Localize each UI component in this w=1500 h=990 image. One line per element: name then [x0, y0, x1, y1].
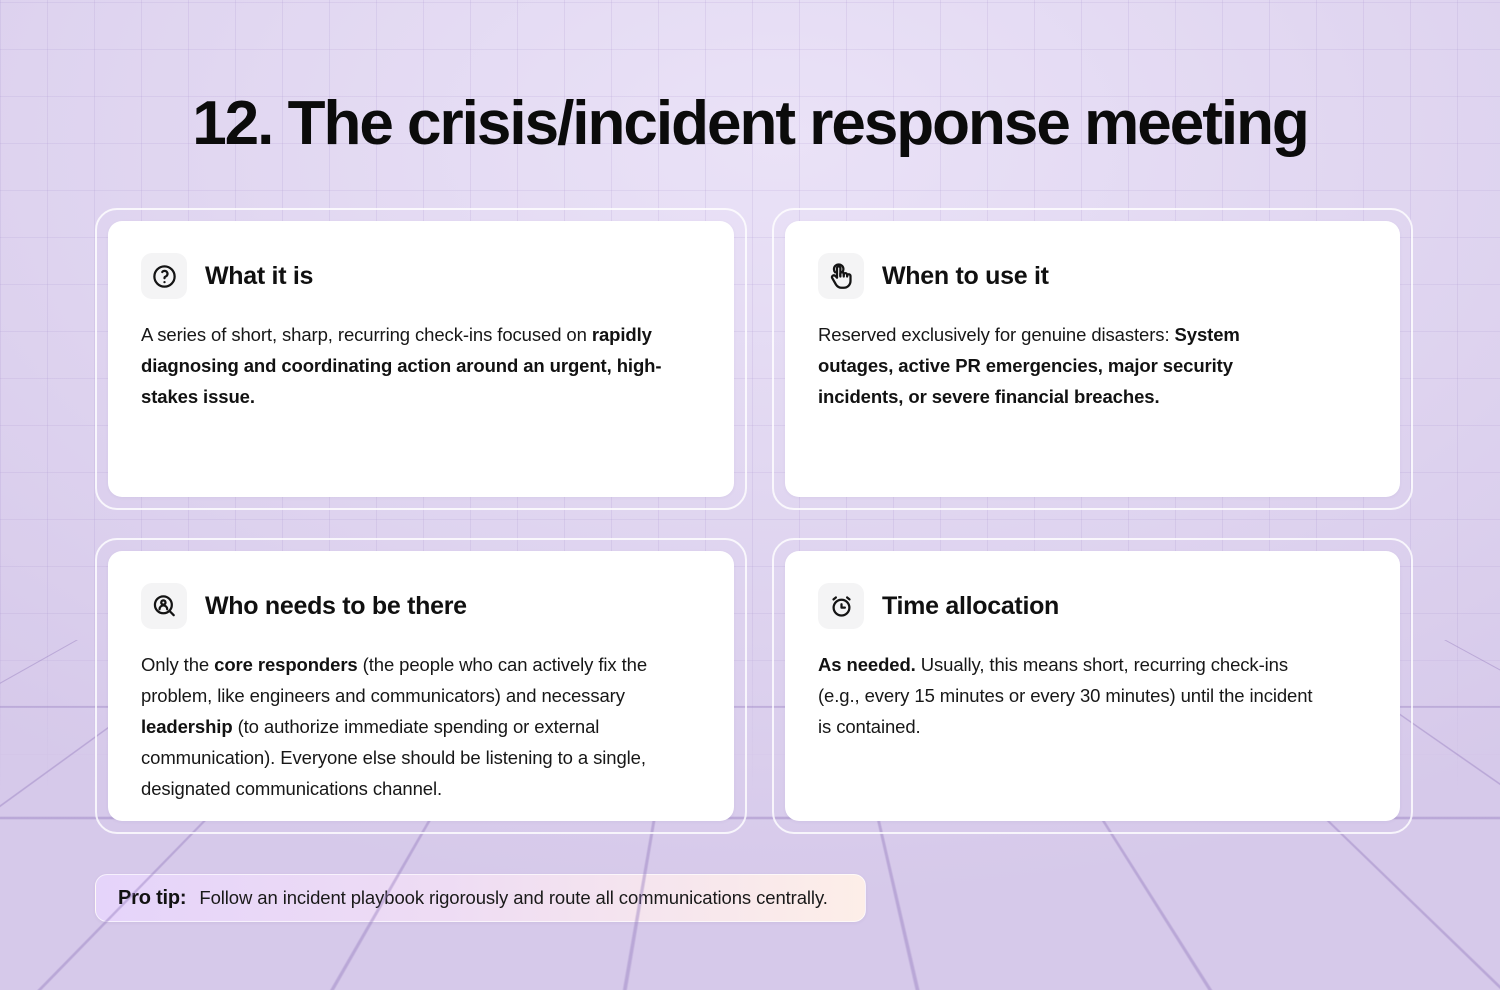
card-header: Who needs to be there	[141, 583, 701, 629]
card-who-needs-to-be-there-inner: Who needs to be there Only the core resp…	[108, 551, 734, 821]
card-header: When to use it	[818, 253, 1367, 299]
page-title: 12. The crisis/incident response meeting	[0, 88, 1500, 159]
card-header: What it is	[141, 253, 701, 299]
card-body-text: A series of short, sharp, recurring chec…	[141, 319, 689, 412]
card-body-text: As needed. Usually, this means short, re…	[818, 649, 1318, 742]
card-heading: What it is	[205, 262, 313, 291]
card-heading: When to use it	[882, 262, 1049, 291]
tap-hand-icon	[818, 253, 864, 299]
card-who-needs-to-be-there: Who needs to be there Only the core resp…	[95, 538, 747, 834]
card-body-text: Reserved exclusively for genuine disaste…	[818, 319, 1318, 412]
card-what-it-is-inner: What it is A series of short, sharp, rec…	[108, 221, 734, 497]
card-what-it-is: What it is A series of short, sharp, rec…	[95, 208, 747, 510]
card-when-to-use-it: When to use it Reserved exclusively for …	[772, 208, 1413, 510]
user-search-icon	[141, 583, 187, 629]
card-when-to-use-it-inner: When to use it Reserved exclusively for …	[785, 221, 1400, 497]
card-time-allocation: Time allocation As needed. Usually, this…	[772, 538, 1413, 834]
pro-tip-label: Pro tip:	[118, 887, 186, 910]
pro-tip-banner: Pro tip: Follow an incident playbook rig…	[95, 874, 866, 922]
question-circle-icon	[141, 253, 187, 299]
card-heading: Time allocation	[882, 592, 1059, 621]
pro-tip-text: Follow an incident playbook rigorously a…	[199, 887, 827, 909]
card-heading: Who needs to be there	[205, 592, 467, 621]
card-header: Time allocation	[818, 583, 1367, 629]
card-time-allocation-inner: Time allocation As needed. Usually, this…	[785, 551, 1400, 821]
card-body-text: Only the core responders (the people who…	[141, 649, 701, 804]
alarm-clock-icon	[818, 583, 864, 629]
